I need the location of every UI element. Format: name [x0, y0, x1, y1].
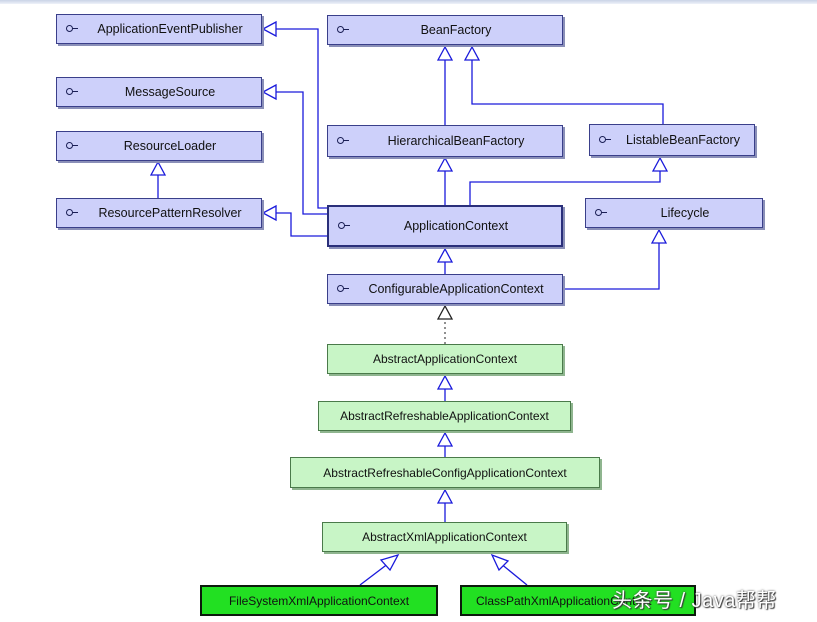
- arrowhead-listable: [651, 156, 669, 172]
- node-label: Lifecycle: [660, 206, 710, 220]
- node-label: ClassPathXmlApplicationContext: [476, 593, 652, 608]
- node-label: AbstractXmlApplicationContext: [362, 530, 527, 544]
- node-bean-factory[interactable]: BeanFactory: [327, 15, 563, 45]
- node-file-system-xml-application-context[interactable]: FileSystemXmlApplicationContext: [200, 585, 438, 616]
- edge-appctx-to-publisher: [276, 28, 327, 209]
- node-abstract-application-context[interactable]: AbstractApplicationContext: [327, 344, 563, 374]
- node-configurable-application-context[interactable]: ConfigurableApplicationContext: [327, 274, 563, 304]
- node-abstract-xml-application-context[interactable]: AbstractXmlApplicationContext: [322, 522, 567, 552]
- node-abstract-refreshable-config-application-context[interactable]: AbstractRefreshableConfigApplicationCont…: [290, 457, 600, 488]
- node-label: ConfigurableApplicationContext: [368, 282, 544, 296]
- arrowhead-config: [436, 488, 454, 504]
- interface-icon: [595, 209, 607, 216]
- arrowhead-refreshable: [436, 431, 454, 447]
- interface-icon: [66, 209, 78, 216]
- arrowhead-xml-right: [490, 553, 510, 572]
- arrowhead-hierarchical: [436, 156, 454, 172]
- interface-icon: [337, 285, 349, 292]
- edge-appctx-to-messagesource: [276, 91, 327, 215]
- interface-icon: [338, 222, 350, 229]
- node-label: MessageSource: [124, 85, 216, 99]
- edge-listable-to-beanfactory: [471, 60, 664, 124]
- node-application-event-publisher[interactable]: ApplicationEventPublisher: [56, 14, 262, 44]
- arrowhead-resourceloader: [149, 160, 167, 176]
- arrowhead-abstract-appctx: [436, 374, 454, 390]
- watermark-text: 头条号 / Java帮帮: [612, 590, 777, 612]
- node-application-context[interactable]: ApplicationContext: [327, 205, 563, 247]
- edge-appctx-to-listable: [469, 171, 661, 205]
- edge-filesystem-to-xml: [359, 562, 390, 586]
- arrowhead-xml-left: [379, 553, 400, 572]
- arrowhead-appctx: [436, 247, 454, 263]
- node-lifecycle[interactable]: Lifecycle: [585, 198, 763, 228]
- node-label: BeanFactory: [420, 23, 492, 37]
- node-label: ResourcePatternResolver: [98, 206, 242, 220]
- arrowhead-lifecycle: [650, 228, 668, 244]
- node-label: HierarchicalBeanFactory: [387, 134, 525, 148]
- arrowhead-resolver: [261, 204, 277, 222]
- interface-icon: [66, 142, 78, 149]
- edge-appctx-to-resolver: [276, 212, 327, 237]
- node-hierarchical-bean-factory[interactable]: HierarchicalBeanFactory: [327, 125, 563, 157]
- arrowhead-beanfactory-right: [463, 45, 481, 61]
- arrowhead-messagesource: [261, 83, 277, 101]
- node-label: ListableBeanFactory: [626, 133, 740, 147]
- interface-icon: [599, 136, 611, 143]
- node-class-path-xml-application-context[interactable]: ClassPathXmlApplicationContext: [460, 585, 696, 616]
- node-label: ApplicationContext: [403, 219, 509, 233]
- interface-icon: [337, 26, 349, 33]
- interface-icon: [66, 88, 78, 95]
- edge-configurable-to-lifecycle: [563, 243, 660, 290]
- node-listable-bean-factory[interactable]: ListableBeanFactory: [589, 124, 755, 156]
- node-label: AbstractRefreshableApplicationContext: [340, 409, 549, 423]
- arrowhead-beanfactory-left: [436, 45, 454, 61]
- node-label: AbstractRefreshableConfigApplicationCont…: [323, 465, 567, 480]
- arrowhead-publisher: [261, 20, 277, 38]
- node-label: ResourceLoader: [123, 139, 217, 153]
- node-label: ApplicationEventPublisher: [97, 22, 243, 36]
- interface-icon: [66, 25, 78, 32]
- edge-classpath-to-xml: [499, 562, 528, 586]
- node-message-source[interactable]: MessageSource: [56, 77, 262, 107]
- interface-icon: [337, 137, 349, 144]
- window-top-strip: [0, 0, 817, 4]
- node-label: FileSystemXmlApplicationContext: [228, 593, 410, 608]
- node-resource-pattern-resolver[interactable]: ResourcePatternResolver: [56, 198, 262, 228]
- node-label: AbstractApplicationContext: [372, 352, 518, 366]
- node-resource-loader[interactable]: ResourceLoader: [56, 131, 262, 161]
- arrowhead-configurable: [436, 304, 454, 320]
- node-abstract-refreshable-application-context[interactable]: AbstractRefreshableApplicationContext: [318, 401, 571, 431]
